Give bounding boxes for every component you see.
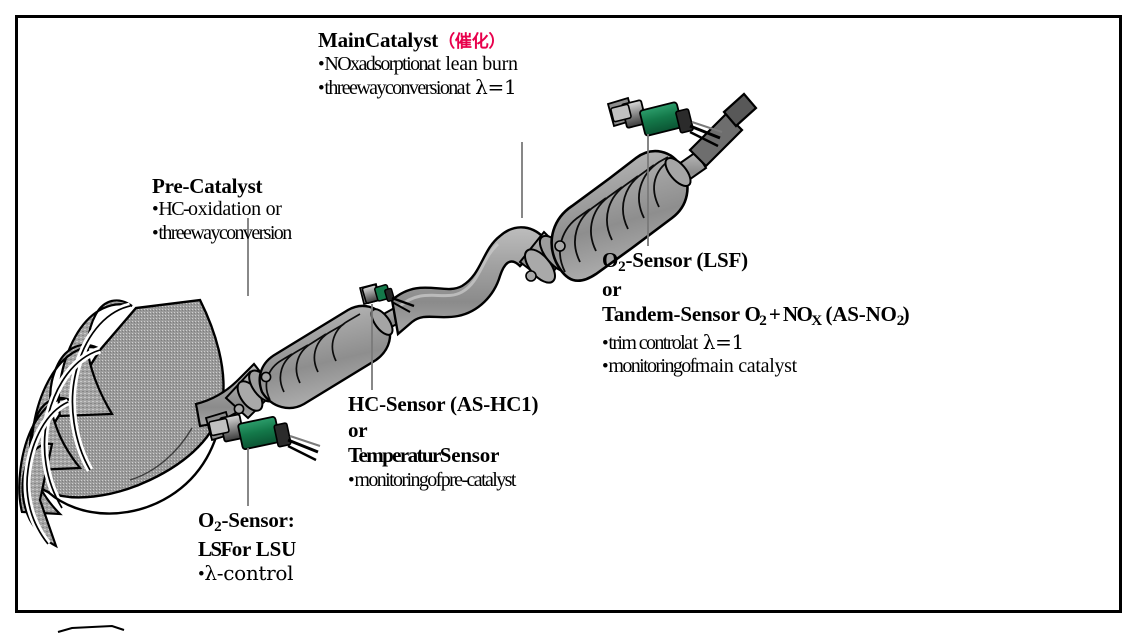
main-catalyst-bullet-2: threewayconversionat λ=1	[318, 75, 518, 100]
pre-catalyst-bullet-2: threewayconversion	[152, 222, 292, 245]
exhaust-manifold	[18, 298, 225, 549]
main-catalyst-cjk-annotation: （催化）	[438, 32, 506, 52]
o2-sensor-downstream-bullet-1: trim controlat λ=1	[602, 330, 909, 355]
hc-sensor-line-3: TemperaturSensor	[348, 443, 500, 468]
hc-sensor-line-2: or	[348, 417, 368, 442]
pre-catalyst-heading: Pre-Catalyst	[152, 174, 263, 198]
o2-sensor-downstream-line-2: or	[602, 276, 622, 301]
o2-sensor-upstream-bullet-1: λ-control	[198, 562, 296, 586]
hc-sensor-bullet-1: monitoringofpre-catalyst	[348, 469, 538, 492]
callout-o2-sensor-upstream: O2-Sensor: LSFor LSU λ-control	[198, 508, 296, 586]
main-catalyst-bullet-1: NOxadsorptionat lean burn	[318, 53, 518, 76]
o2-sensor-downstream-bullet-2: monitoringofmain catalyst	[602, 355, 909, 378]
callout-pre-catalyst: Pre-Catalyst HC-oxidation or threewaycon…	[152, 174, 292, 245]
callout-main-catalyst: MainCatalyst（催化） NOxadsorptionat lean bu…	[318, 28, 518, 100]
callout-hc-temperature-sensor: HC-Sensor (AS-HC1) or TemperaturSensor m…	[348, 392, 538, 492]
pre-catalyst-canister	[224, 304, 406, 420]
callout-o2-sensor-downstream: O2-Sensor (LSF) or Tandem-Sensor O2 + NO…	[602, 248, 910, 378]
pre-catalyst-bullet-1: HC-oxidation or	[152, 198, 291, 221]
stray-artifact	[57, 624, 125, 633]
o2-sensor-upstream-line-2: LSFor LSU	[198, 536, 297, 561]
o2-sensor-upstream-line-1: O2-Sensor:	[198, 508, 295, 536]
o2-sensor-downstream-line-3: Tandem-Sensor O2 + NOX (AS-NO2)	[602, 302, 910, 330]
diagram-border	[15, 15, 1122, 613]
main-catalyst-heading: MainCatalyst（催化）	[318, 28, 506, 52]
o2-sensor-tandem	[606, 96, 723, 246]
hc-temperature-sensor	[359, 283, 415, 390]
o2-sensor-lsf-lsu	[204, 410, 321, 506]
main-catalyst-canister	[518, 92, 758, 284]
o2-sensor-downstream-line-1: O2-Sensor (LSF)	[602, 248, 748, 276]
hc-sensor-line-1: HC-Sensor (AS-HC1)	[348, 392, 539, 416]
